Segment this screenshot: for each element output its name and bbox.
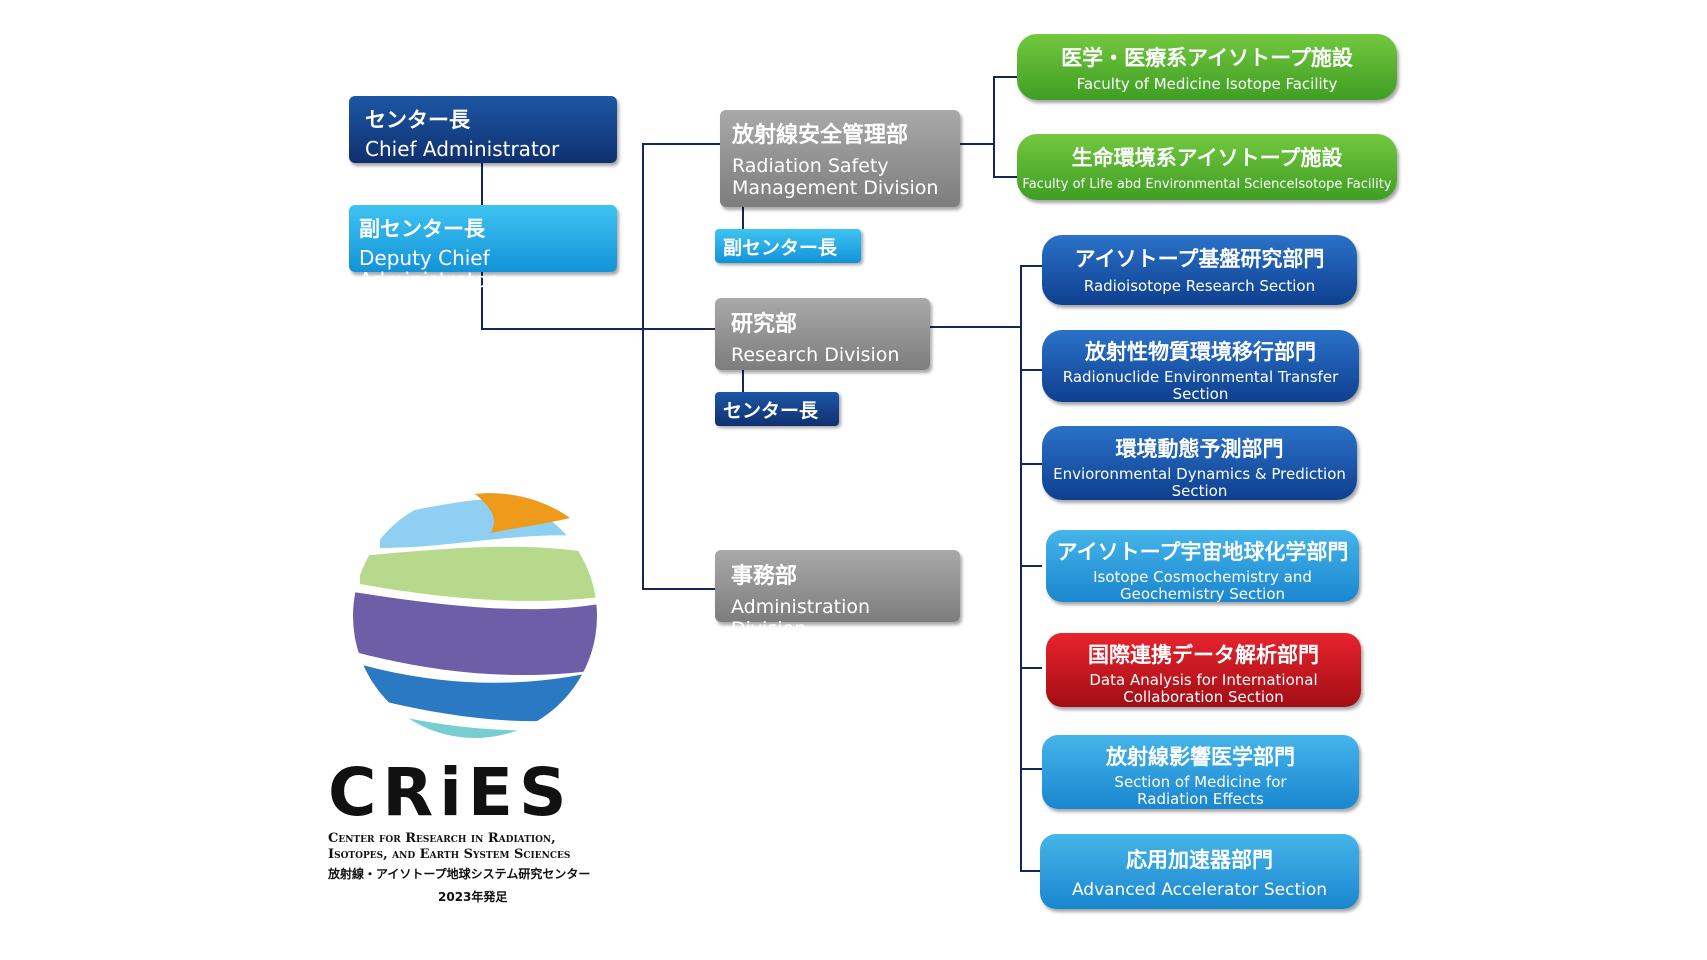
section-3-ja: 環境動態予測部門: [1115, 437, 1284, 461]
section-1-ja: アイソトープ基盤研究部門: [1074, 247, 1325, 271]
section-5-ja: 国際連携データ解析部門: [1088, 643, 1319, 667]
administration-division-box: 事務部 Administration Division: [715, 550, 960, 640]
section-6-ja: 放射線影響医学部門: [1106, 745, 1295, 769]
section-radiation-effects: 放射線影響医学部門 Section of Medicine for Radiat…: [1042, 735, 1359, 809]
section-radionuclide-transfer: 放射性物質環境移行部門 Radionuclide Environmental T…: [1042, 330, 1359, 403]
section-5-en1: Data Analysis for International: [1089, 671, 1318, 689]
section-7-ja: 応用加速器部門: [1126, 848, 1273, 872]
section-data-analysis: 国際連携データ解析部門 Data Analysis for Internatio…: [1046, 633, 1361, 707]
line-radiation-badge: [742, 206, 744, 230]
section-6-en1: Section of Medicine for: [1114, 773, 1287, 791]
section-4-en1: Isotope Cosmochemistry and: [1093, 568, 1312, 586]
logo-founded: 2023年発足: [438, 890, 508, 904]
line-deputy-down: [481, 270, 483, 330]
radiation-en-line2: Management Division: [732, 177, 939, 199]
deputy-en: Deputy Chief Administrator: [359, 246, 496, 292]
section-1-en1: Radioisotope Research Section: [1083, 277, 1316, 295]
admin-ja: 事務部: [731, 564, 798, 589]
logo-name-line1: Center for Research in Radiation,: [328, 831, 556, 846]
line-research-badge: [742, 370, 744, 394]
chief-en: Chief Administrator: [365, 137, 560, 161]
research-en: Research Division: [731, 344, 900, 366]
facility-1-en: Faculty of Medicine Isotope Facility: [1076, 75, 1338, 93]
line-to-section-7: [1020, 870, 1042, 872]
line-to-section-3: [1020, 463, 1042, 465]
line-to-radiation: [642, 143, 720, 145]
deputy-administrator-box: 副センター長 Deputy Chief Administrator: [349, 205, 617, 291]
section-2-ja: 放射性物質環境移行部門: [1085, 340, 1316, 364]
line-to-research: [481, 328, 715, 330]
line-to-section-4: [1020, 565, 1042, 567]
chief-administrator-box: センター長 Chief Administrator: [349, 96, 617, 163]
facility-2-ja: 生命環境系アイソトープ施設: [1071, 146, 1343, 170]
facility-1-ja: 医学・医療系アイソトープ施設: [1061, 46, 1353, 70]
section-2-en1: Radionuclide Environmental Transfer: [1062, 368, 1339, 386]
chief-ja: センター長: [365, 108, 470, 132]
section-4-ja: アイソトープ宇宙地球化学部門: [1056, 540, 1349, 564]
section-4-en2: Geochemistry Section: [1119, 585, 1286, 603]
section-3-en2: Section: [1171, 482, 1228, 500]
section-advanced-accelerator: 応用加速器部門 Advanced Accelerator Section: [1040, 834, 1359, 909]
research-division-box: 研究部 Research Division: [715, 298, 930, 370]
line-to-section-1: [1020, 265, 1042, 267]
line-to-section-5: [1020, 667, 1042, 669]
line-to-facility-2: [993, 176, 1017, 178]
facility-medicine-box: 医学・医療系アイソトープ施設 Faculty of Medicine Isoto…: [1017, 34, 1397, 100]
facility-life-environment-box: 生命環境系アイソトープ施設 Faculty of Life abd Enviro…: [1017, 134, 1397, 200]
admin-en: Administration Division: [731, 596, 871, 640]
line-radiation-facilities: [960, 143, 994, 145]
radiation-deputy-badge: 副センター長: [715, 229, 861, 263]
radiation-safety-division-box: 放射線安全管理部 Radiation Safety Management Div…: [720, 110, 960, 207]
line-sections-vertical: [1020, 265, 1022, 871]
deputy-ja: 副センター長: [359, 217, 485, 241]
section-3-en1: Envioronmental Dynamics & Prediction: [1053, 465, 1346, 483]
section-7-en1: Advanced Accelerator Section: [1071, 880, 1328, 900]
research-chief-badge: センター長: [715, 392, 839, 426]
section-2-en2: Section: [1172, 385, 1229, 403]
radiation-en-line1: Radiation Safety: [732, 155, 889, 177]
line-research-sections: [930, 326, 1022, 328]
section-isotope-cosmochemistry: アイソトープ宇宙地球化学部門 Isotope Cosmochemistry an…: [1046, 530, 1359, 603]
line-chief-deputy: [481, 163, 483, 208]
line-trunk-vertical: [642, 143, 644, 589]
radiation-ja: 放射線安全管理部: [732, 123, 909, 148]
logo-wordmark: CRiES: [328, 754, 573, 831]
line-to-facility-1: [993, 76, 1017, 78]
facility-2-en: Faculty of Life abd Environmental Scienc…: [1022, 177, 1392, 192]
section-6-en2: Radiation Effects: [1137, 790, 1264, 808]
section-5-en2: Collaboration Section: [1123, 688, 1284, 706]
line-to-section-2: [1020, 369, 1042, 371]
section-environmental-dynamics: 環境動態予測部門 Envioronmental Dynamics & Predi…: [1042, 426, 1357, 500]
section-radioisotope: アイソトープ基盤研究部門 Radioisotope Research Secti…: [1042, 235, 1357, 305]
logo-name-line2: Isotopes, and Earth System Sciences: [328, 847, 571, 862]
line-to-section-6: [1020, 768, 1042, 770]
cries-globe-logo: [353, 493, 597, 738]
line-to-admin: [642, 588, 715, 590]
logo-name-ja: 放射線・アイソトープ地球システム研究センター: [328, 867, 591, 881]
research-ja: 研究部: [731, 312, 798, 337]
line-facilities-vertical: [993, 76, 995, 177]
